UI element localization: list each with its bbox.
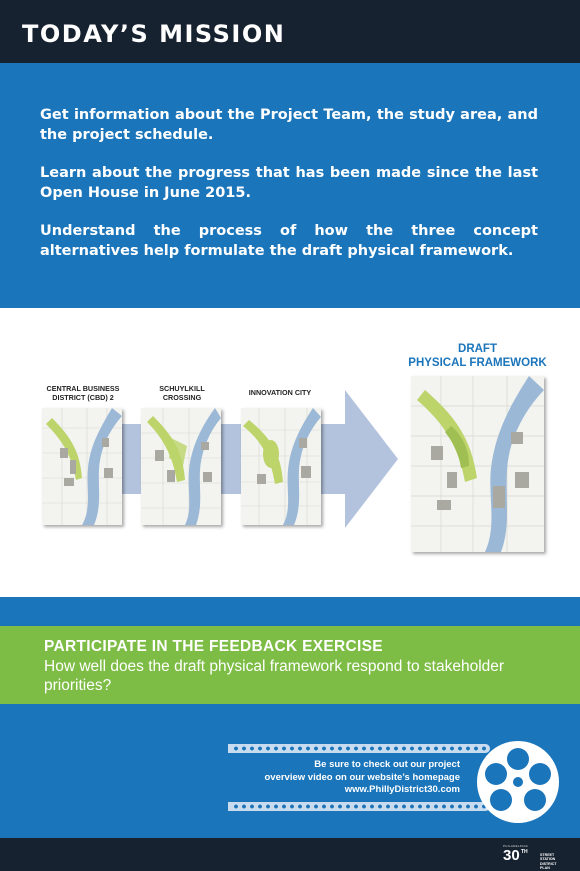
logo-suffix: TH bbox=[521, 849, 528, 855]
feedback-title: PARTICIPATE IN THE FEEDBACK EXERCISE bbox=[44, 638, 383, 655]
logo-line1: STREET STATION bbox=[540, 853, 556, 862]
mission-statement-2: Learn about the progress that has been m… bbox=[40, 165, 538, 201]
divider-band bbox=[0, 597, 580, 626]
alternative-label-cbd: CENTRAL BUSINESS DISTRICT (CBD) 2 bbox=[46, 384, 120, 402]
footer-bar: PHILADELPHIA 30 TH STREET STATION DISTRI… bbox=[0, 838, 580, 871]
mission-statements: Get information about the Project Team, … bbox=[0, 63, 580, 308]
framework-label-line2: PHYSICAL FRAMEWORK bbox=[408, 357, 547, 369]
site-plan-map-icon bbox=[141, 408, 221, 525]
framework-map-icon bbox=[411, 376, 544, 552]
filmstrip-top-icon bbox=[228, 744, 490, 753]
header-bar: TODAY’S MISSION bbox=[0, 0, 580, 63]
filmstrip-bottom-icon bbox=[228, 802, 490, 811]
map-thumbnail-schuylkill bbox=[141, 408, 221, 525]
feedback-banner: PARTICIPATE IN THE FEEDBACK EXERCISE How… bbox=[0, 626, 580, 704]
mission-statement-1: Get information about the Project Team, … bbox=[40, 107, 538, 143]
logo-line2: DISTRICT PLAN bbox=[540, 861, 557, 871]
video-promo-line2: overview video on our website’s homepage bbox=[264, 771, 460, 783]
map-thumbnail-cbd bbox=[42, 408, 122, 525]
framework-label: DRAFT PHYSICAL FRAMEWORK bbox=[400, 342, 555, 370]
feedback-question: How well does the draft physical framewo… bbox=[44, 658, 505, 694]
district-plan-logo: PHILADELPHIA 30 TH STREET STATION DISTRI… bbox=[503, 844, 563, 870]
film-reel-icon bbox=[477, 741, 559, 823]
map-framework bbox=[411, 376, 544, 552]
map-thumbnail-innovation bbox=[241, 408, 321, 525]
site-plan-map-icon bbox=[42, 408, 122, 525]
website-link[interactable]: www.PhillyDistrict30.com bbox=[344, 784, 460, 795]
framework-label-line1: DRAFT bbox=[458, 343, 497, 355]
alternative-label-innovation: INNOVATION CITY bbox=[248, 388, 312, 397]
mission-statement-3: Understand the process of how the three … bbox=[40, 223, 538, 259]
video-promo-text: Be sure to check out our project overvie… bbox=[240, 759, 460, 797]
video-promo: Be sure to check out our project overvie… bbox=[0, 704, 580, 838]
logo-number: 30 bbox=[503, 847, 520, 864]
alternative-label-schuylkill: SCHUYLKILL CROSSING bbox=[159, 384, 205, 402]
page-title: TODAY’S MISSION bbox=[22, 20, 286, 48]
logo-subtitle: STREET STATION DISTRICT PLAN bbox=[540, 853, 563, 871]
video-promo-line1: Be sure to check out our project bbox=[314, 759, 460, 770]
logo-top-text: PHILADELPHIA bbox=[503, 844, 529, 848]
process-diagram: CENTRAL BUSINESS DISTRICT (CBD) 2 SCHUYL… bbox=[0, 308, 580, 597]
site-plan-map-icon bbox=[241, 408, 321, 525]
